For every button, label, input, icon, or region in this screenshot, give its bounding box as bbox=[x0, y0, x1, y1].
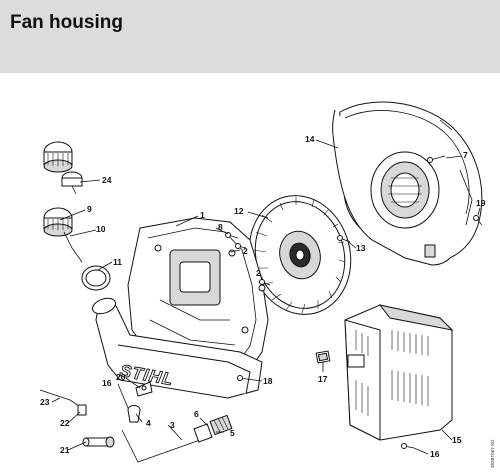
callout-16: 16 bbox=[430, 449, 440, 459]
callout-18: 18 bbox=[263, 376, 273, 386]
screws bbox=[225, 155, 483, 449]
engine-shroud-part-15 bbox=[344, 304, 454, 441]
callout-11: 11 bbox=[113, 257, 122, 267]
callout-17: 17 bbox=[318, 374, 328, 384]
callout-24: 24 bbox=[102, 175, 112, 185]
callout-20: 20 bbox=[116, 372, 126, 382]
callout-4: 4 bbox=[146, 418, 151, 428]
impeller-part-12 bbox=[248, 195, 352, 315]
callout-2: 2 bbox=[243, 246, 248, 256]
callout-16: 16 bbox=[102, 378, 112, 388]
callout-8: 8 bbox=[218, 222, 223, 232]
callout-14: 14 bbox=[305, 134, 315, 144]
callout-23: 23 bbox=[40, 397, 50, 407]
callout-10: 10 bbox=[96, 224, 106, 234]
leader-lines bbox=[51, 139, 481, 455]
callout-15: 15 bbox=[452, 435, 462, 445]
clip-part-17 bbox=[315, 350, 331, 364]
callout-1: 1 bbox=[200, 210, 205, 220]
callout-numbers: 1 2 2 3 4 5 6 7 8 9 10 11 12 13 14 15 16… bbox=[40, 134, 486, 459]
cap-assembly-part-9 bbox=[43, 207, 111, 291]
callout-19: 19 bbox=[476, 198, 486, 208]
callout-5: 5 bbox=[230, 428, 235, 438]
document-code: 383BT067 SG bbox=[490, 439, 495, 468]
callout-21: 21 bbox=[60, 445, 70, 455]
cap-part-top-left bbox=[43, 141, 83, 195]
callout-6: 6 bbox=[194, 409, 199, 419]
callout-22: 22 bbox=[60, 418, 70, 428]
callout-7: 7 bbox=[463, 150, 468, 160]
callout-12: 12 bbox=[234, 206, 244, 216]
callout-9: 9 bbox=[87, 204, 92, 214]
callout-2: 2 bbox=[256, 268, 261, 278]
callout-3: 3 bbox=[170, 420, 175, 430]
callout-13: 13 bbox=[356, 243, 366, 253]
fan-cover-part-14 bbox=[332, 101, 483, 266]
small-parts-bottom-left bbox=[39, 381, 233, 463]
header-bar: Fan housing bbox=[0, 0, 500, 73]
page-title: Fan housing bbox=[10, 12, 123, 33]
